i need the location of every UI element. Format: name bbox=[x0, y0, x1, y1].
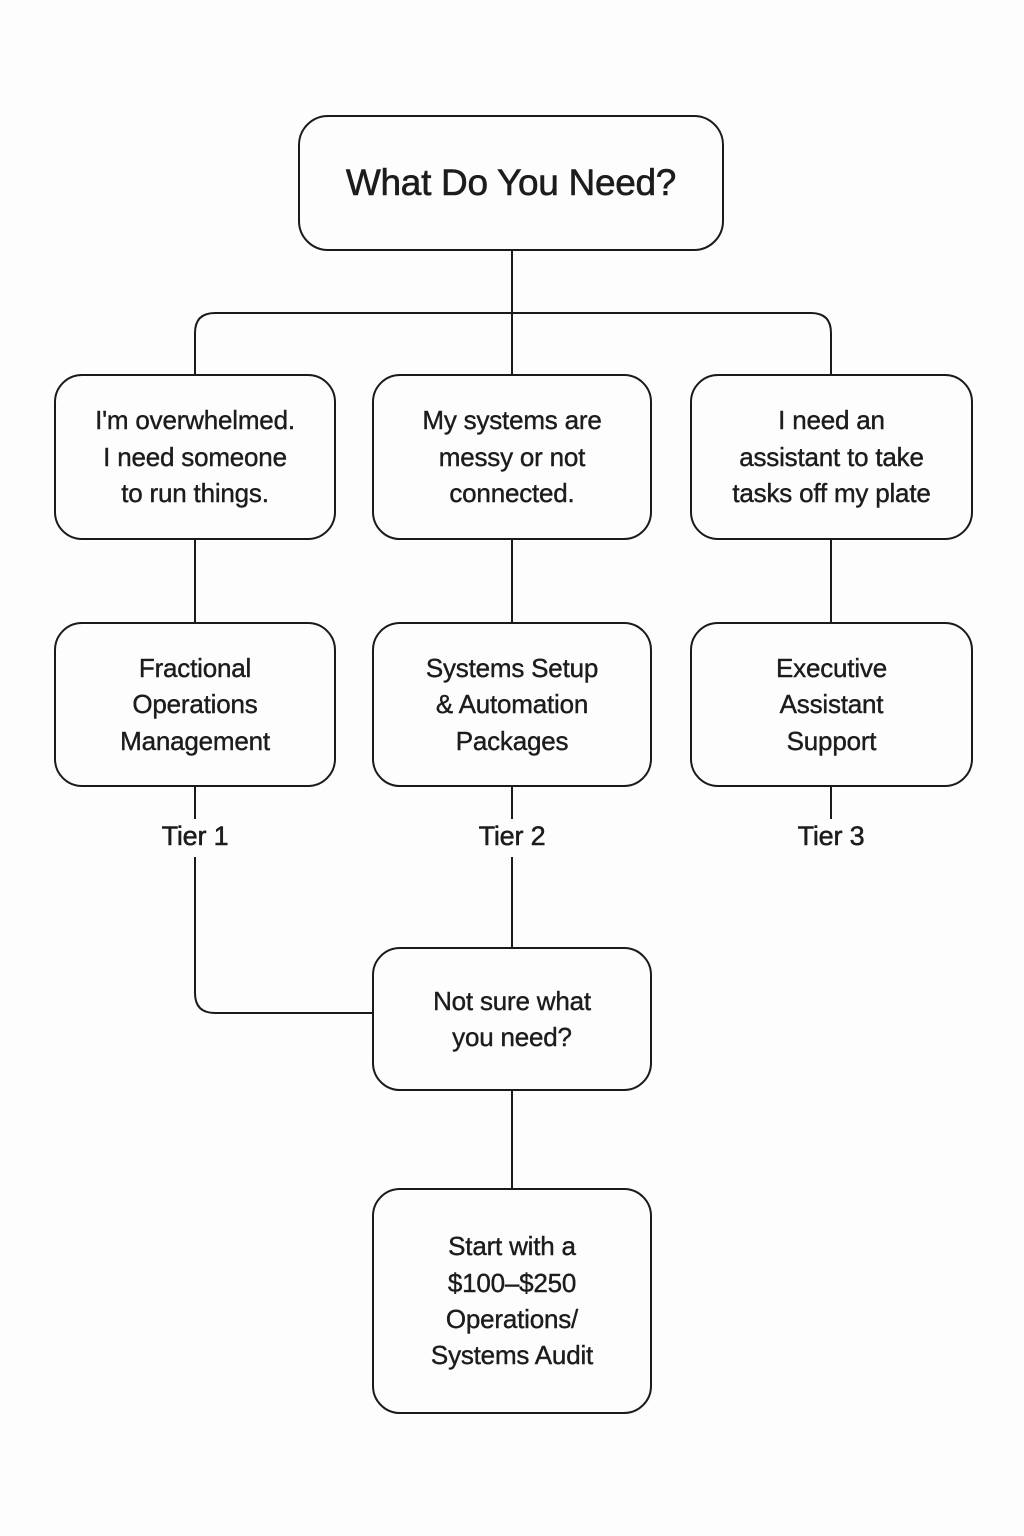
node-audit-offer: Start with a $100–$250 Operations/ Syste… bbox=[372, 1188, 652, 1414]
node-need-assistant: I need an assistant to take tasks off my… bbox=[690, 374, 973, 540]
node-fractional-operations-label: Fractional Operations Management bbox=[120, 652, 270, 756]
node-executive-assistant: Executive Assistant Support bbox=[690, 622, 973, 787]
node-systems-setup: Systems Setup & Automation Packages bbox=[372, 622, 652, 787]
node-what-do-you-need: What Do You Need? bbox=[298, 115, 724, 251]
edge-branch-right bbox=[512, 312, 832, 374]
node-need-messy-systems-label: My systems are messy or not connected. bbox=[422, 405, 602, 509]
node-not-sure: Not sure what you need? bbox=[372, 947, 652, 1091]
tier-3-label: Tier 3 bbox=[797, 821, 865, 852]
node-fractional-operations: Fractional Operations Management bbox=[54, 622, 336, 787]
edge-tier1-notsure bbox=[194, 857, 372, 1014]
node-not-sure-label: Not sure what you need? bbox=[433, 985, 591, 1052]
node-systems-setup-label: Systems Setup & Automation Packages bbox=[425, 652, 599, 756]
node-need-messy-systems: My systems are messy or not connected. bbox=[372, 374, 652, 540]
tier-2-label: Tier 2 bbox=[478, 821, 546, 852]
node-need-overwhelmed-label: I'm overwhelmed. I need someone to run t… bbox=[95, 405, 295, 509]
node-audit-offer-label: Start with a $100–$250 Operations/ Syste… bbox=[430, 1231, 594, 1371]
node-executive-assistant-label: Executive Assistant Support bbox=[776, 652, 888, 756]
node-what-do-you-need-label: What Do You Need? bbox=[345, 162, 677, 204]
tier-1-label: Tier 1 bbox=[161, 821, 229, 852]
node-need-assistant-label: I need an assistant to take tasks off my… bbox=[732, 405, 931, 509]
node-need-overwhelmed: I'm overwhelmed. I need someone to run t… bbox=[54, 374, 336, 540]
edge-branch-left bbox=[194, 312, 512, 374]
